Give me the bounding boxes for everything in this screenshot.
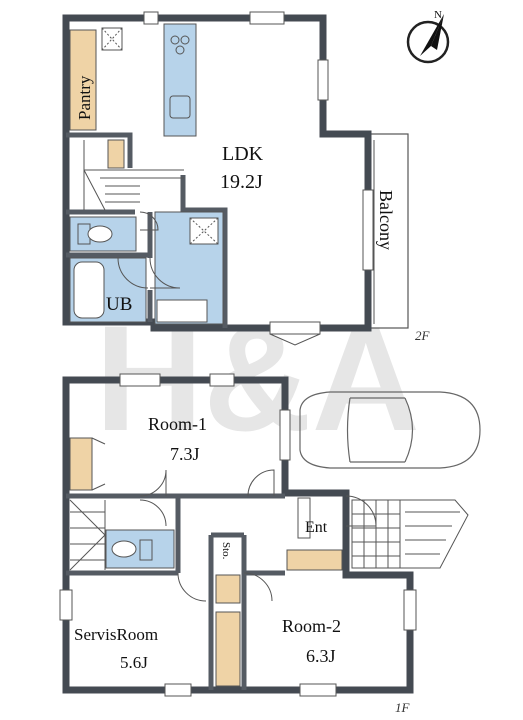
bathtub-icon [73,261,105,319]
balcony-door [362,189,374,271]
storage-box-icon [101,27,123,51]
bay-window [269,333,321,346]
door-swing [149,257,181,289]
door-swing [117,257,149,289]
room2-label: Room-2 [282,616,341,636]
entrance-window [297,497,311,539]
sto-closet [215,574,241,604]
window [164,683,192,697]
servisroom-label: ServisRoom [74,625,158,644]
window [143,11,159,25]
pantry-cabinet [69,29,97,131]
toilet-icon [111,540,137,558]
car-icon [299,391,481,469]
servisroom-closet [215,611,241,687]
first-floor: Room-1 7.3J Room-2 6.3J ServisRoom 5.6J … [59,373,481,715]
washing-machine-icon [189,217,219,245]
window [249,11,285,25]
pantry-label: Pantry [75,75,94,120]
north-arrow-icon: N [406,9,450,64]
ub-label: UB [106,294,132,315]
door-swing [177,572,207,602]
toilet-icon [87,225,113,243]
floor-label-1f: 1F [395,700,411,715]
window [299,683,337,697]
second-floor: LDK 19.2J Pantry Balcony UB 2F [62,11,431,346]
servisroom-size: 5.6J [120,653,148,672]
door-swing [247,469,275,497]
shoe-cabinet [286,549,343,571]
staircase-1f [69,499,106,571]
entrance-tiles [351,499,401,569]
room1-closet [69,437,93,491]
door-swing [243,572,273,602]
balcony-label: Balcony [376,190,396,250]
window [403,589,417,631]
window [279,409,291,461]
window [119,373,161,387]
room1-label: Room-1 [148,414,207,434]
kitchen-counter [163,23,197,137]
window [59,589,73,621]
door-swing [139,499,167,527]
room1-size: 7.3J [170,444,200,464]
room2-size: 6.3J [306,646,336,666]
staircase-2f [83,140,184,211]
door-swing [139,211,159,231]
window [209,373,235,387]
storage-cabinet [107,139,125,169]
wash-basin-icon [156,299,208,323]
approach-steps [399,499,469,569]
window [269,321,321,335]
floor-label-2f: 2F [415,328,431,343]
door-swing [139,469,167,497]
ldk-label: LDK [222,143,264,165]
window [317,59,329,101]
entrance-label: Ent [305,519,328,536]
ldk-size: 19.2J [220,171,263,193]
kitchen-sink-icon [169,95,191,119]
sto-label: Sto. [220,542,232,560]
entrance-door [345,495,377,527]
compass-label: N [434,9,442,21]
